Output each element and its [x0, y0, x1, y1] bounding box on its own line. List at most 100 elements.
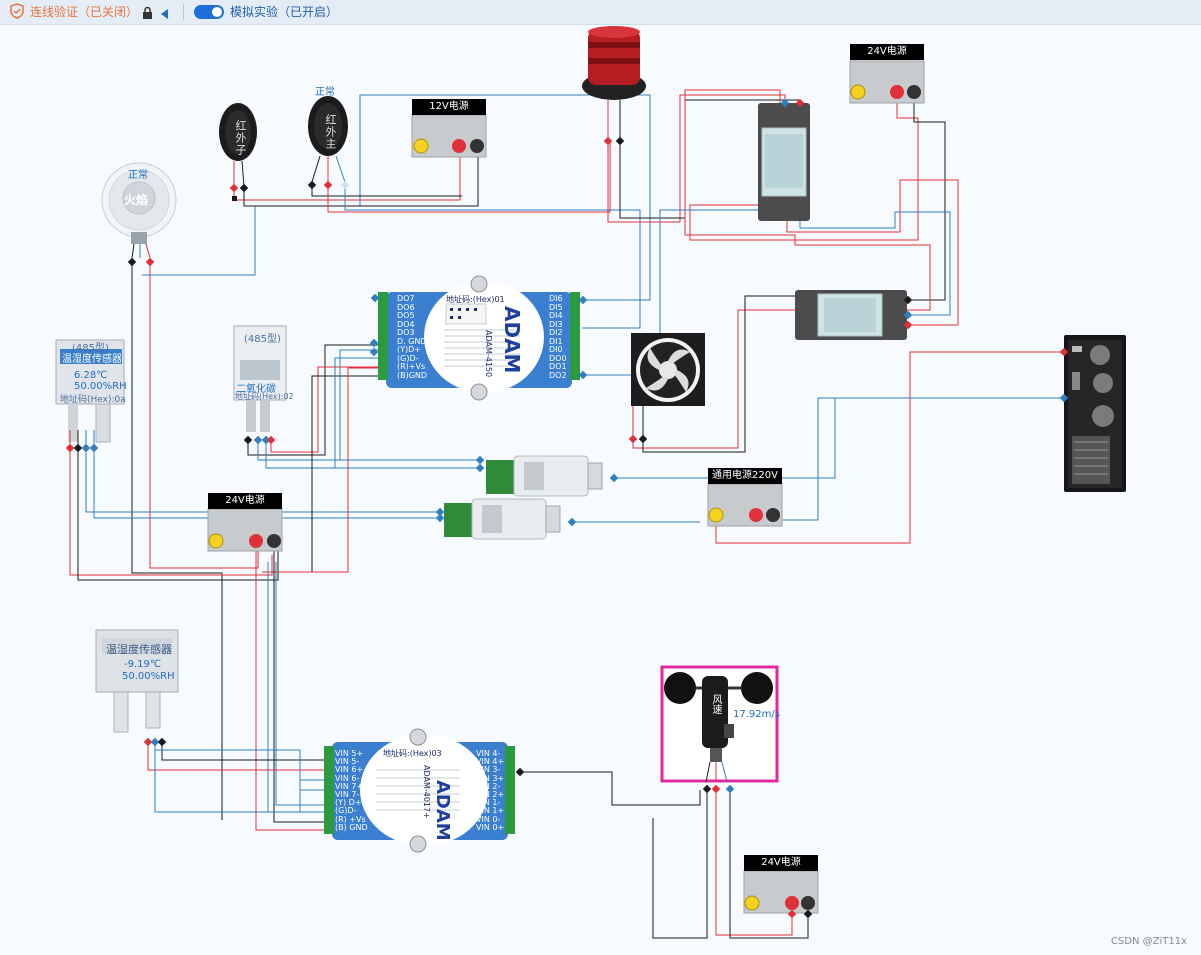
th-sensor-1[interactable] — [55, 339, 125, 444]
pin-label: VIN 5+ — [335, 749, 364, 758]
pin-label: DO7 — [397, 294, 415, 303]
pin-label: (R) +Vs — [335, 814, 366, 824]
pin-label: (B)GND — [397, 370, 428, 380]
wind-sensor[interactable] — [660, 665, 779, 783]
pin-label: DI3 — [549, 319, 563, 329]
adam4017-addr: 地址码:(Hex)03 — [383, 749, 442, 758]
psu-24v-top-title: 24V电源 — [850, 44, 924, 60]
verify-toggle-label[interactable]: 连线验证（已关闭） — [30, 5, 139, 19]
pin-label: VIN 6- — [335, 773, 360, 783]
pin-label: D. GND — [397, 336, 427, 346]
pin-label: VIN 0+ — [476, 822, 505, 832]
adam4150-model: ADAM-4150 — [484, 330, 493, 378]
toolbar: 连线验证（已关闭） 模拟实验（已开启） — [0, 0, 1201, 25]
ir-main-status: 正常 — [315, 87, 335, 98]
psu-220v[interactable] — [707, 483, 783, 527]
pin-label: (G)D- — [397, 353, 419, 363]
pin-label: DI5 — [549, 302, 563, 312]
credit-text: CSDN @ZiT11x — [1110, 936, 1187, 947]
pin-label: VIN 3+ — [476, 773, 505, 783]
pin-label: DI2 — [549, 328, 563, 337]
collapse-arrow-icon[interactable] — [160, 5, 169, 24]
pin-label: VIN 2- — [476, 781, 501, 791]
pin-label: DO4 — [397, 319, 415, 329]
wind-text: 风速 — [710, 694, 721, 714]
pc-tower[interactable] — [1064, 335, 1126, 492]
pin-label: DO1 — [549, 362, 567, 371]
fan[interactable] — [628, 333, 705, 444]
pin-label: (B) GND — [335, 822, 368, 832]
adam4017-brand: ADAM — [432, 780, 453, 841]
ir-main-sensor[interactable] — [307, 96, 350, 190]
ir-main-text: 红外主 — [324, 114, 337, 150]
th2-title: 温湿度传感器 — [106, 643, 172, 656]
psu-24v-bottom[interactable] — [743, 870, 819, 914]
th1-temp: 6.28℃ — [74, 370, 108, 381]
pin-label: DI0 — [549, 345, 563, 354]
pin-label: DI1 — [549, 336, 563, 346]
pin-label: (R)+Vs — [397, 362, 426, 371]
relay-mid[interactable] — [795, 290, 907, 340]
pin-label: DO5 — [397, 311, 415, 320]
co2-title: 二氧化碳 — [236, 384, 276, 395]
lock-icon[interactable] — [142, 5, 153, 24]
th2-temp: -9.19℃ — [124, 659, 162, 670]
pin-label: DI6 — [549, 294, 563, 303]
pin-label: VIN 1+ — [476, 806, 505, 816]
shield-icon — [10, 3, 24, 23]
adam4017-right-pins: VIN 4-VIN 4+VIN 3-VIN 3+VIN 2-VIN 2+VIN … — [476, 749, 505, 832]
co2-addr: 地址码(Hex):02 — [235, 392, 294, 401]
pin-label: VIN 3- — [476, 765, 501, 775]
pin-label: VIN 6+ — [335, 765, 364, 775]
pin-label: VIN 4- — [476, 749, 501, 758]
ir-sub-text: 红外子 — [234, 120, 247, 156]
simulation-toggle[interactable] — [194, 5, 224, 19]
psu-12v[interactable] — [411, 114, 487, 158]
th1-addr: 地址码(Hex):0a — [60, 395, 126, 405]
co2-sensor[interactable] — [233, 325, 287, 432]
toggle-knob — [212, 7, 222, 17]
relay-top[interactable] — [758, 103, 810, 221]
alarm-light[interactable] — [582, 26, 646, 146]
pin-label: DO2 — [549, 370, 567, 380]
psu-24v-mid[interactable] — [207, 508, 283, 552]
th1-hum: 50.00%RH — [74, 381, 127, 392]
adam4150-addr: 地址码:(Hex)01 — [446, 295, 505, 304]
adam4150-module[interactable] — [378, 275, 580, 401]
psu-24v-top[interactable] — [849, 60, 925, 104]
co2-type: (485型) — [244, 334, 281, 345]
psu-12v-title: 12V电源 — [412, 99, 486, 115]
pin-label: VIN 5- — [335, 757, 360, 767]
converter-2[interactable] — [444, 498, 561, 540]
pin-label: (Y) D+ — [335, 798, 362, 808]
th-sensor-2[interactable] — [95, 629, 179, 733]
flame-sensor[interactable] — [101, 162, 177, 267]
psu-24v-bottom-title: 24V电源 — [744, 855, 818, 871]
adam4017-model: ADAM-4017+ — [422, 765, 431, 819]
divider — [183, 4, 184, 20]
pin-label: DO6 — [397, 302, 415, 312]
flame-status: 正常 — [128, 170, 148, 181]
adam4150-brand: ADAM — [500, 306, 524, 374]
pin-label: VIN 1- — [476, 798, 501, 808]
ir-sub-sensor[interactable] — [219, 103, 257, 193]
adam4017-module[interactable] — [324, 728, 515, 853]
pin-label: VIN 4+ — [476, 757, 505, 767]
psu-220v-title: 通用电源220V — [708, 468, 782, 484]
th1-type: (485型) — [72, 343, 109, 354]
flame-name: 火焰 — [124, 193, 149, 207]
pin-label: VIN 2+ — [476, 790, 505, 800]
pin-label: VIN 0- — [476, 814, 501, 824]
pin-label: DO0 — [549, 353, 567, 363]
simulation-label: 模拟实验（已开启） — [230, 5, 339, 19]
psu-24v-mid-title: 24V电源 — [208, 493, 282, 509]
th2-hum: 50.00%RH — [122, 671, 175, 682]
th1-title: 温湿度传感器 — [62, 354, 122, 365]
pin-label: (G)D- — [335, 806, 357, 816]
pin-label: VIN 7- — [335, 790, 360, 800]
wind-value: 17.92m/s — [733, 709, 780, 720]
converter-1[interactable] — [486, 455, 603, 497]
